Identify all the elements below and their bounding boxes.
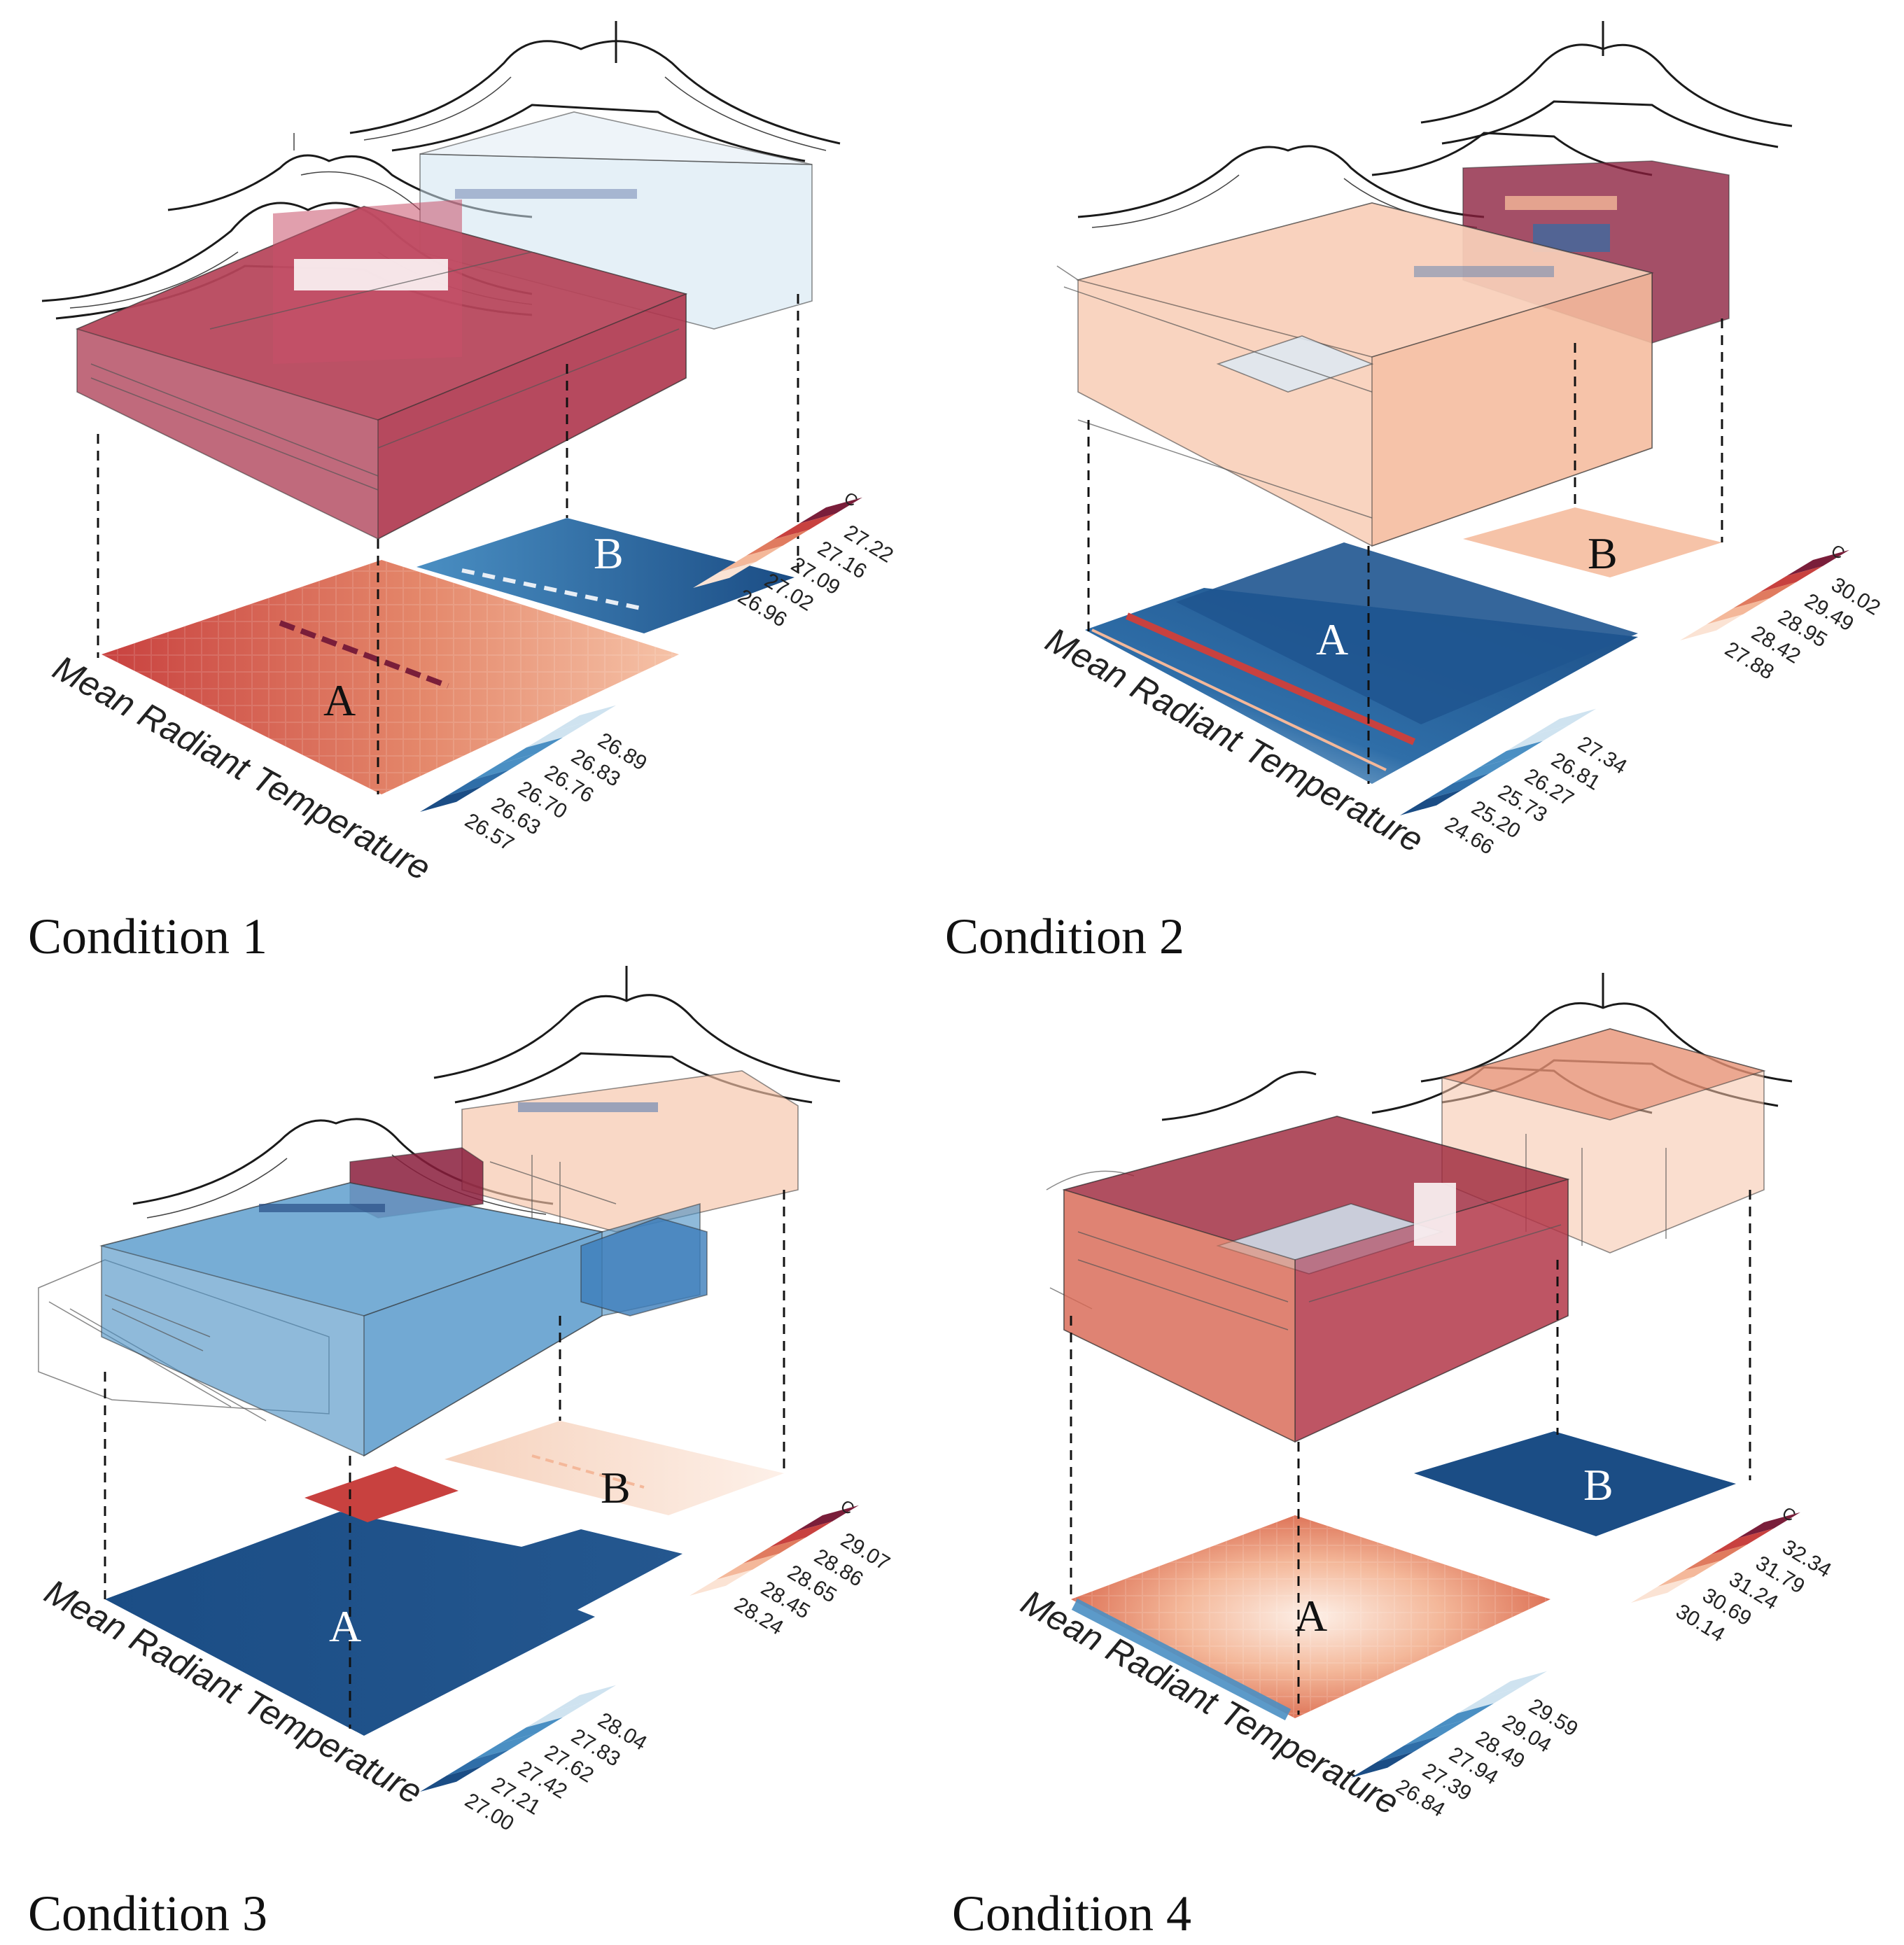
scale-swatch xyxy=(1378,1735,1441,1762)
floor-plate-a-1 xyxy=(102,560,679,794)
panel-condition-4: A B Mean Radiant Temperature 32.3431.793… xyxy=(952,973,1835,1942)
projection-guides-3 xyxy=(104,1190,785,1729)
scale-swatch xyxy=(1427,773,1490,799)
scale-swatch xyxy=(553,705,616,731)
scale-swatch xyxy=(1533,708,1596,735)
scale-swatch xyxy=(473,753,536,780)
scale-swatch xyxy=(1351,1751,1414,1778)
scale-swatch xyxy=(769,1521,832,1547)
scale-swatch xyxy=(743,1537,806,1564)
building-block-a-4 xyxy=(1062,1116,1570,1443)
scale-swatch xyxy=(1404,1719,1467,1746)
scale-swatch xyxy=(720,545,783,572)
scale-swatch xyxy=(420,785,483,812)
condition-title-3: Condition 3 xyxy=(28,1886,267,1942)
scale-swatch xyxy=(553,1685,616,1711)
condition-title-2: Condition 2 xyxy=(945,908,1184,964)
floor-plate-b-2 xyxy=(1463,507,1722,577)
scale-swatch xyxy=(1400,789,1463,815)
floor-plate-a-4 xyxy=(1071,1515,1550,1720)
condition-title-1: Condition 1 xyxy=(28,908,267,964)
floor-plate-b-1 xyxy=(416,518,794,633)
scale-swatch xyxy=(1760,566,1823,592)
zone-label-b-4: B xyxy=(1583,1460,1614,1510)
zone-label-b-1: B xyxy=(594,528,624,578)
floor-plate-b-3 xyxy=(444,1421,784,1515)
scale-swatch xyxy=(1658,1560,1721,1587)
panel-condition-2: A B Mean Radiant Temperature 30.0229.492… xyxy=(945,21,1884,964)
scale-swatch xyxy=(690,1569,752,1596)
scale-swatch xyxy=(1484,1671,1547,1697)
panel-condition-1: A B Mean Radiant Temperature 27.2227.162… xyxy=(28,21,897,964)
zone-label-a-4: A xyxy=(1295,1591,1327,1641)
scale-swatch xyxy=(526,1701,589,1727)
floor-plate-b-4 xyxy=(1414,1431,1736,1536)
projection-guides-4 xyxy=(1070,1190,1751,1715)
scale-swatch xyxy=(1680,614,1743,640)
scale-swatch xyxy=(746,529,809,556)
scale-swatch xyxy=(526,721,589,747)
scale-swatch xyxy=(796,1505,859,1531)
scale-swatch xyxy=(1711,1528,1774,1554)
condition-title-4: Condition 4 xyxy=(952,1886,1191,1942)
zone-label-b-3: B xyxy=(601,1463,631,1512)
scale-swatch xyxy=(1480,740,1543,767)
floor-plate-a-2 xyxy=(1085,542,1638,784)
scale-swatch xyxy=(420,1765,483,1792)
scale-swatch xyxy=(447,1749,510,1776)
building-block-b-3 xyxy=(461,1070,799,1233)
floor-plate-c-3 xyxy=(304,1466,458,1522)
scale-swatch xyxy=(500,737,563,764)
scale-swatch xyxy=(1737,1512,1800,1538)
scale-swatch xyxy=(1631,1576,1694,1603)
scale-swatch xyxy=(1457,1687,1520,1713)
projection-guides-2 xyxy=(1087,318,1723,784)
scale-swatch xyxy=(773,513,836,540)
building-block-b-1 xyxy=(419,111,813,330)
zone-label-b-2: B xyxy=(1588,528,1618,578)
scale-swatch xyxy=(693,561,756,588)
zone-label-a-3: A xyxy=(329,1601,361,1651)
panel-condition-3: A B Mean Radiant Temperature 29.0728.862… xyxy=(28,966,894,1942)
scale-swatch xyxy=(1431,1703,1494,1729)
scale-swatch xyxy=(1733,582,1796,608)
scale-swatch xyxy=(716,1553,779,1580)
scale-swatch xyxy=(1453,757,1516,783)
zone-label-a-2: A xyxy=(1316,615,1348,664)
scale-swatch xyxy=(447,769,510,796)
scale-swatch xyxy=(473,1733,536,1760)
scale-swatch xyxy=(1707,598,1770,624)
scale-swatch xyxy=(1684,1544,1747,1571)
building-block-a-2 xyxy=(1056,202,1655,547)
scale-swatch xyxy=(500,1717,563,1743)
scale-swatch xyxy=(799,497,862,524)
building-block-a-1 xyxy=(75,199,688,540)
zone-label-a-1: A xyxy=(323,675,356,725)
floor-plate-a-3 xyxy=(105,1512,682,1736)
scale-swatch xyxy=(1786,549,1849,576)
building-block-a-3 xyxy=(99,1182,708,1457)
scale-swatch xyxy=(1506,724,1569,751)
